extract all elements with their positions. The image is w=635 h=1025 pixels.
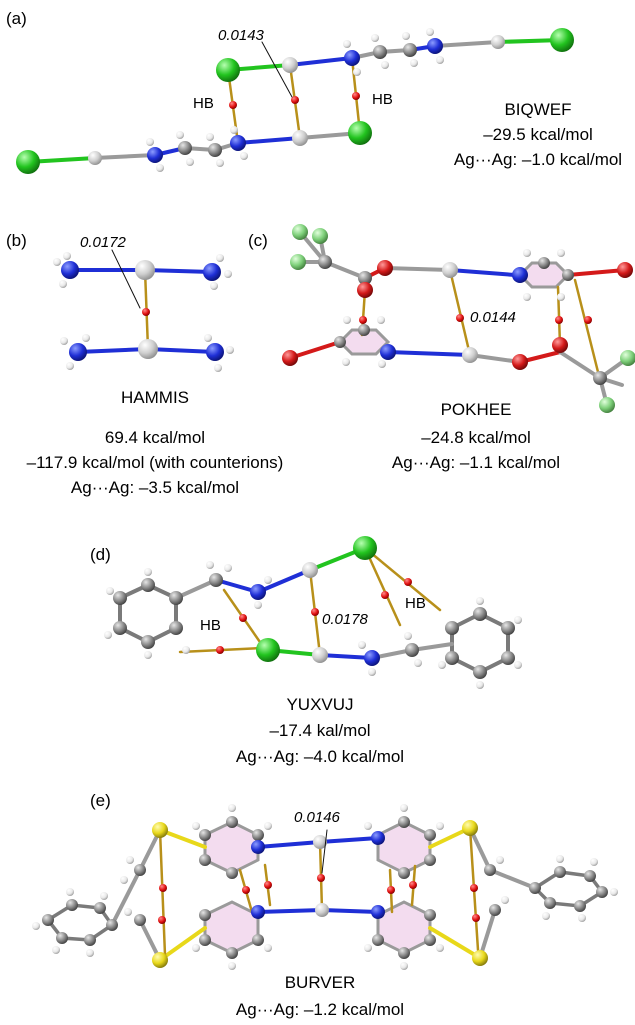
panel-e-code: BURVER xyxy=(285,973,356,992)
panel-d-rho-value: 0.0178 xyxy=(322,611,369,628)
panel-a-label: (a) xyxy=(6,9,27,28)
panel-c-agag-energy: Ag···Ag: –1.1 kcal/mol xyxy=(392,453,560,472)
panel-a-hb-label-right: HB xyxy=(372,91,393,108)
panel-b-agag-energy: Ag···Ag: –3.5 kcal/mol xyxy=(71,478,239,497)
panel-d-code: YUXVUJ xyxy=(286,695,353,714)
panel-c-energy: –24.8 kcal/mol xyxy=(421,428,531,447)
panel-a-agag-energy: Ag···Ag: –1.0 kcal/mol xyxy=(454,150,622,169)
panel-c-label: (c) xyxy=(248,231,268,250)
panel-d-molecule xyxy=(104,536,522,689)
panel-e-label: (e) xyxy=(90,791,111,810)
panel-e-agag-energy: Ag···Ag: –1.2 kcal/mol xyxy=(236,1000,404,1019)
panel-b-energy: 69.4 kcal/mol xyxy=(105,428,205,447)
panel-a-energy: –29.5 kcal/mol xyxy=(483,125,593,144)
panel-d-agag-energy: Ag···Ag: –4.0 kcal/mol xyxy=(236,747,404,766)
panel-a-molecule xyxy=(16,28,574,174)
panel-e-molecule xyxy=(32,804,618,970)
panel-a-hb-label-left: HB xyxy=(193,95,214,112)
panel-d-hb-label-left: HB xyxy=(200,617,221,634)
panel-b-energy-counterions: –117.9 kcal/mol (with counterions) xyxy=(27,453,284,472)
panel-a-code: BIQWEF xyxy=(504,100,571,119)
panel-b: (b) 0.0172 HAMMIS xyxy=(6,231,283,497)
panel-b-molecule xyxy=(53,249,234,372)
panel-d-label: (d) xyxy=(90,545,111,564)
panel-b-rho-value: 0.0172 xyxy=(80,234,127,251)
panel-b-code: HAMMIS xyxy=(121,388,189,407)
panel-d-hb-label-right: HB xyxy=(405,595,426,612)
panel-c-code: POKHEE xyxy=(441,400,512,419)
panel-c-rho-value: 0.0144 xyxy=(470,309,516,326)
panel-e: (e) xyxy=(32,791,618,1019)
panel-d: (d) xyxy=(90,536,522,766)
panel-a-rho-value: 0.0143 xyxy=(218,27,265,44)
panel-b-label: (b) xyxy=(6,231,27,250)
panel-c-molecule xyxy=(282,224,635,413)
panel-e-rho-value: 0.0146 xyxy=(294,809,341,826)
panel-c: (c) xyxy=(248,224,635,472)
panel-d-energy: –17.4 kal/mol xyxy=(269,721,370,740)
panel-a: (a) xyxy=(6,9,622,174)
